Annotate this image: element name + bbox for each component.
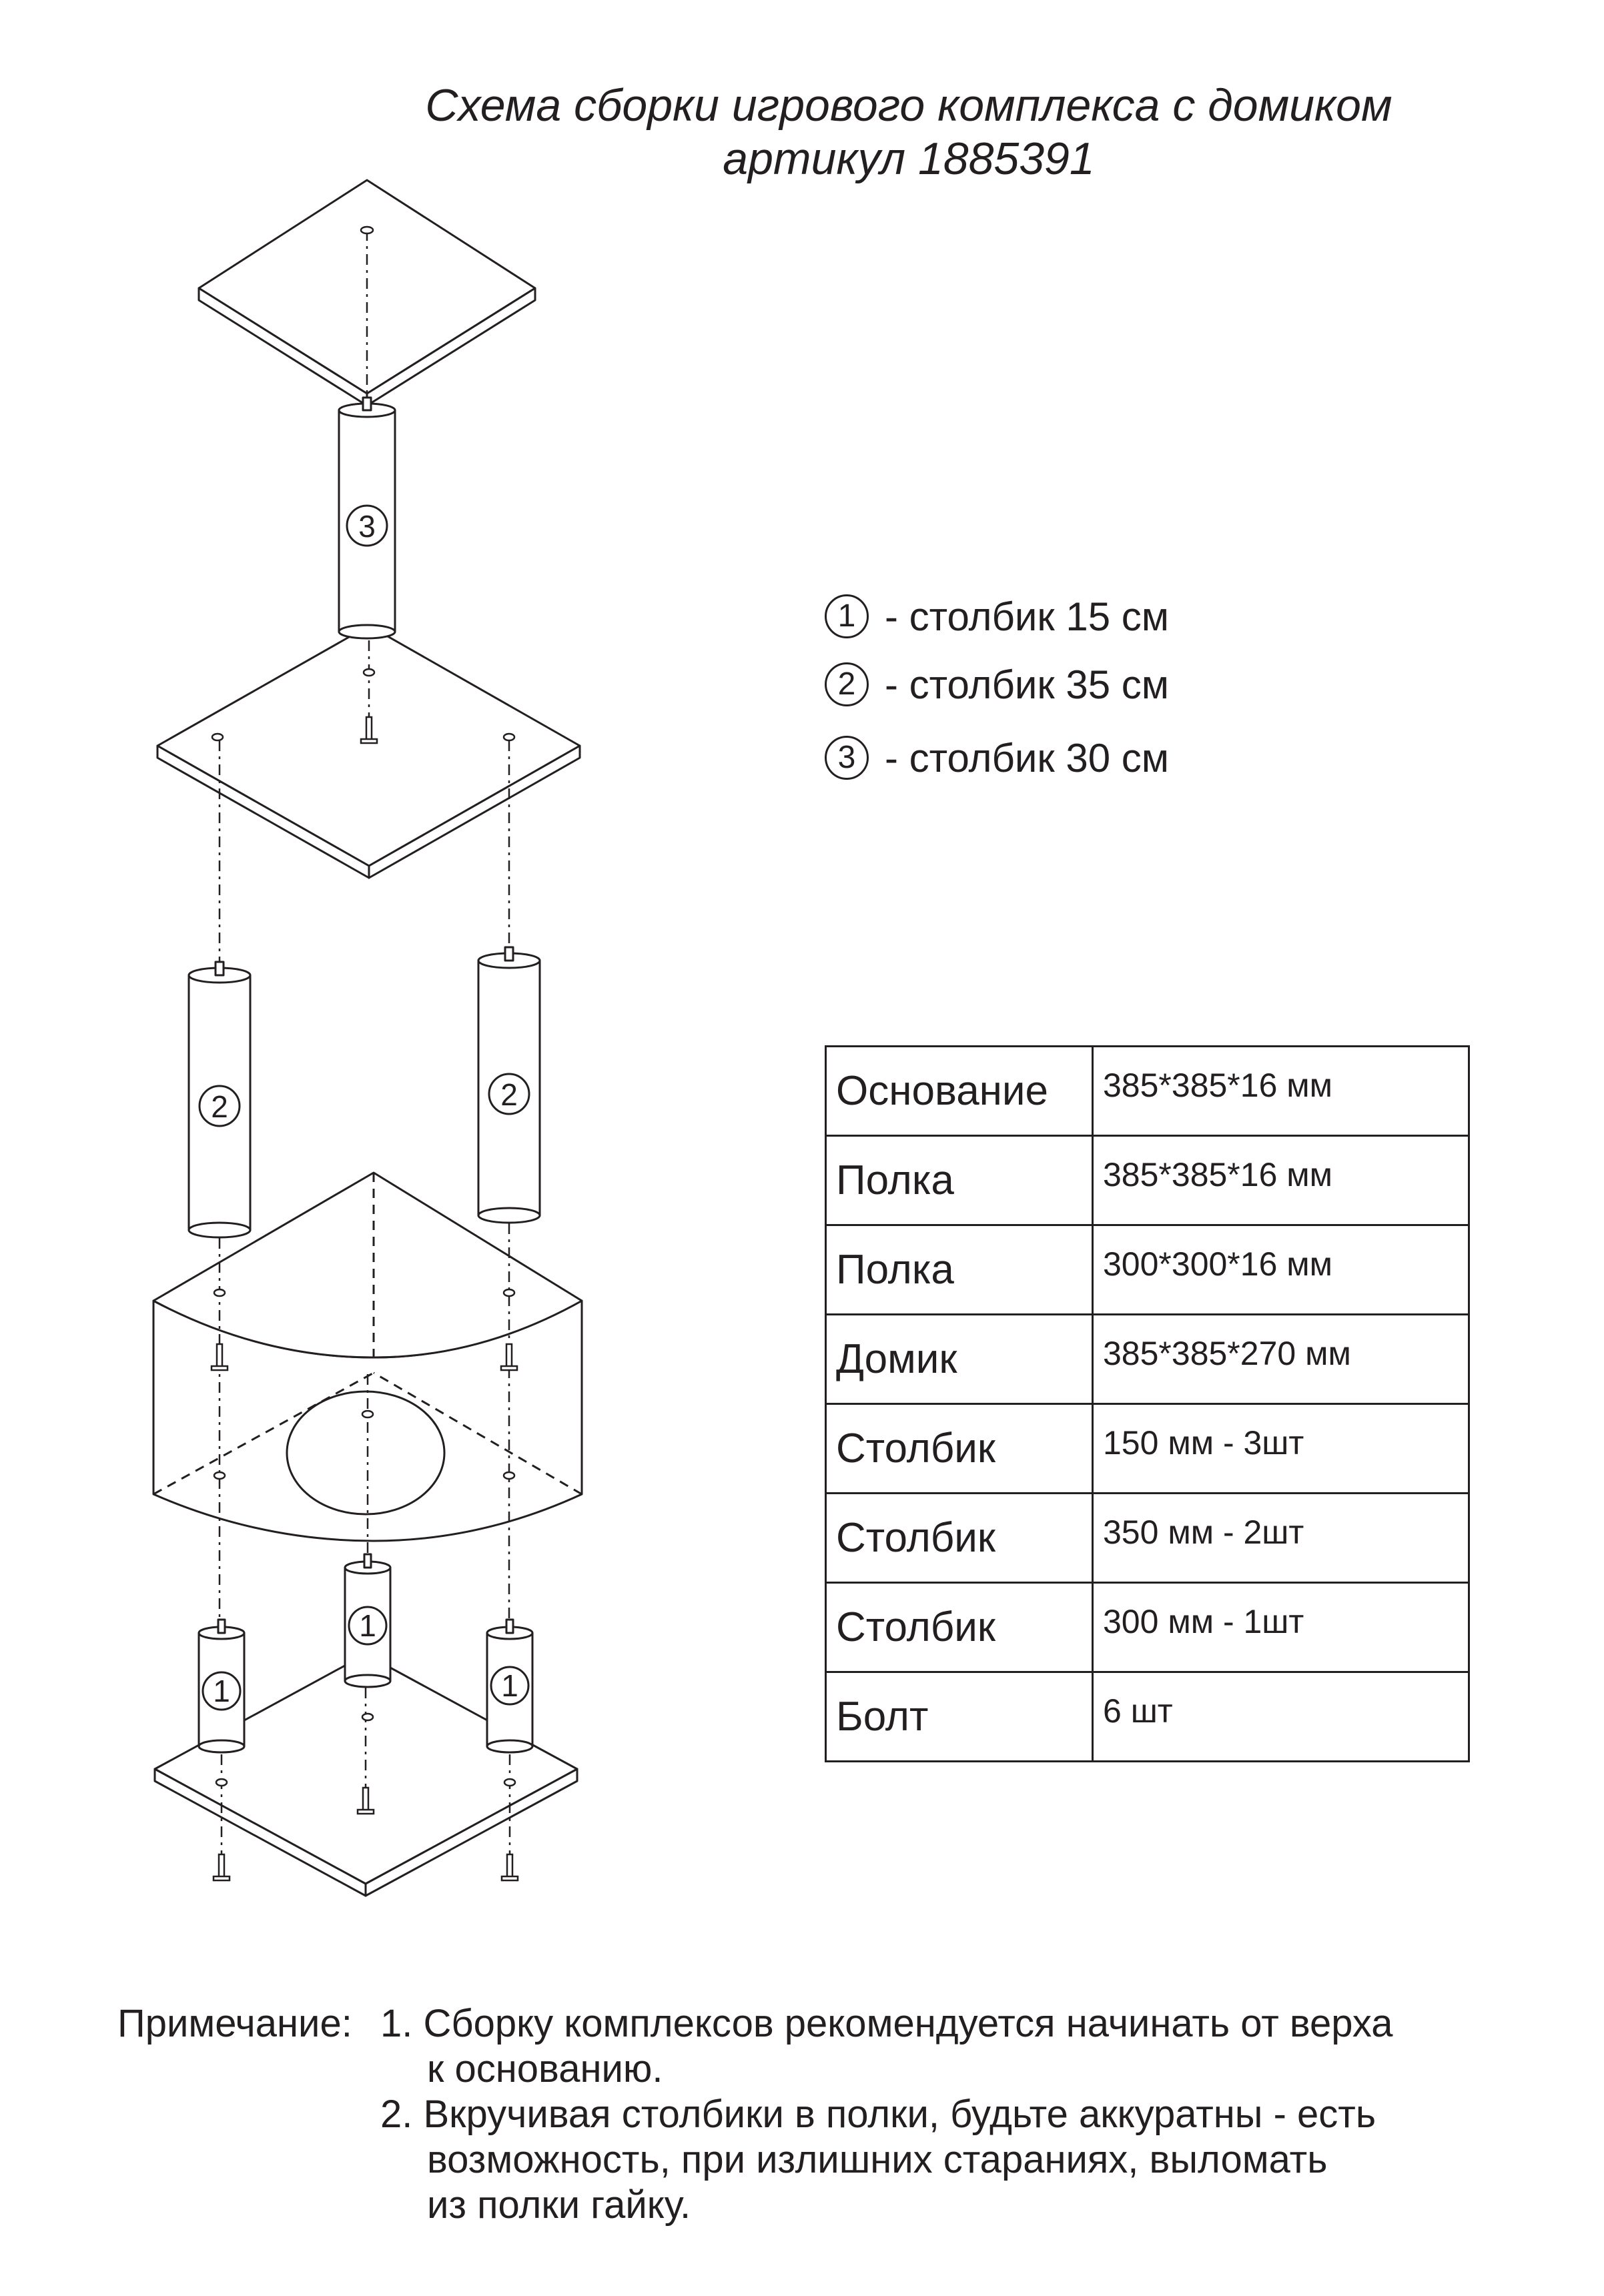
legend-number: 1 <box>825 594 869 638</box>
post-label-center-low: 1 <box>359 1608 376 1643</box>
legend-text: - столбик 15 см <box>885 594 1169 639</box>
note-item-2-line-2: возможность, при излишних стараниях, выл… <box>427 2138 1328 2181</box>
part-name: Столбик <box>825 1582 1094 1673</box>
legend-item: 1 - столбик 15 см <box>825 590 1169 643</box>
part-size: 300 мм - 1шт <box>1092 1582 1470 1673</box>
bolt <box>500 1853 519 1882</box>
table-row: Столбик 350 мм - 2шт <box>825 1492 1470 1584</box>
legend-text: - столбик 35 см <box>885 662 1169 707</box>
part-size: 6 шт <box>1092 1671 1470 1762</box>
legend-number: 3 <box>825 736 869 780</box>
note-item-1-line-2: к основанию. <box>427 2047 663 2091</box>
cat-house <box>152 1171 583 1542</box>
part-name: Болт <box>825 1671 1094 1762</box>
middle-shelf <box>156 624 581 879</box>
post-label-left-low: 1 <box>213 1674 230 1708</box>
part-name: Полка <box>825 1135 1094 1226</box>
part-size: 385*385*16 мм <box>1092 1135 1470 1226</box>
post-label-top: 3 <box>358 509 376 544</box>
top-shelf <box>197 179 536 407</box>
bolt <box>210 1343 229 1371</box>
title-line-1: Схема сборки игрового комплекса с домико… <box>425 80 1392 131</box>
title-line-2: артикул 1885391 <box>723 133 1095 184</box>
part-name: Основание <box>825 1045 1094 1137</box>
legend-item: 2 - столбик 35 см <box>825 658 1169 711</box>
legend-text: - столбик 30 см <box>885 735 1169 780</box>
bolt <box>360 716 378 744</box>
legend-item: 3 - столбик 30 см <box>825 731 1169 784</box>
part-name: Столбик <box>825 1492 1094 1584</box>
part-size: 350 мм - 2шт <box>1092 1492 1470 1584</box>
post-label-right-low: 1 <box>501 1668 518 1703</box>
note-item-2-line-3: из полки гайку. <box>427 2183 691 2227</box>
part-name: Полка <box>825 1224 1094 1315</box>
table-row: Болт 6 шт <box>825 1671 1470 1762</box>
note-item-1-line-1: 1. Сборку комплексов рекомендуется начин… <box>380 2002 1393 2045</box>
part-size: 385*385*16 мм <box>1092 1045 1470 1137</box>
bolt <box>356 1786 375 1815</box>
part-size: 150 мм - 3шт <box>1092 1403 1470 1494</box>
note-label: Примечание: <box>117 2002 352 2045</box>
table-row: Столбик 300 мм - 1шт <box>825 1582 1470 1673</box>
table-row: Полка 300*300*16 мм <box>825 1224 1470 1315</box>
table-row: Основание 385*385*16 мм <box>825 1045 1470 1137</box>
table-row: Полка 385*385*16 мм <box>825 1135 1470 1226</box>
table-row: Домик 385*385*270 мм <box>825 1313 1470 1405</box>
part-name: Столбик <box>825 1403 1094 1494</box>
note-item-2-line-1: 2. Вкручивая столбики в полки, будьте ак… <box>380 2093 1376 2136</box>
bolt <box>500 1343 518 1371</box>
table-row: Столбик 150 мм - 3шт <box>825 1403 1470 1494</box>
part-size: 300*300*16 мм <box>1092 1224 1470 1315</box>
bolt <box>212 1853 231 1882</box>
spec-table: Основание 385*385*16 мм Полка 385*385*16… <box>825 1045 1470 1762</box>
post-label-right-mid: 2 <box>500 1077 518 1112</box>
post-label-left-mid: 2 <box>211 1089 228 1124</box>
legend-number: 2 <box>825 662 869 706</box>
part-name: Домик <box>825 1313 1094 1405</box>
part-size: 385*385*270 мм <box>1092 1313 1470 1405</box>
